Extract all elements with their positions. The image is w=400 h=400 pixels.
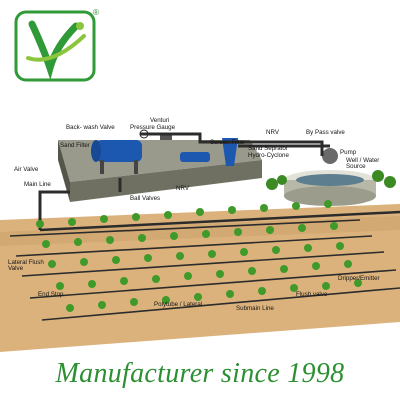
venturi	[160, 134, 172, 140]
label-screen-filter: Screen Filter	[210, 139, 246, 146]
label-backwash-valve: Back- wash Valve	[66, 124, 115, 131]
drip-irrigation-diagram	[0, 129, 400, 352]
label-sand-filter: Sand Filter	[60, 142, 90, 149]
screen-filter	[180, 152, 210, 162]
hydro-cyclone	[222, 138, 238, 166]
label-pressure-gauge: Pressure Gauge	[130, 124, 176, 131]
water-well	[284, 170, 376, 206]
label-sand-separator: Sand Seprator	[248, 145, 288, 152]
label-flush-valve: Flush valve	[296, 291, 328, 298]
label-pump: Pump	[340, 149, 357, 156]
label-dripper-emitter: Dripper/Emitter	[338, 275, 380, 282]
footer-tagline: Manufacturer since 1998	[55, 358, 345, 389]
label-bypass-valve: By Pass valve	[306, 129, 345, 136]
submain-line	[39, 210, 400, 232]
label-nrv-top: NRV	[266, 129, 279, 136]
shrubs	[266, 170, 396, 190]
registered-mark: ®	[93, 8, 99, 17]
label-main-line: Main Line	[24, 181, 51, 188]
label-ball-valves: Ball Valves	[130, 195, 161, 202]
label-air-valve: Air Valve	[14, 166, 39, 173]
label-hydro-cyclone: Hydro-Cyclone	[248, 152, 289, 159]
sand-filter-tank	[91, 140, 142, 174]
label-lateral-flush-valve: Lateral Flush Valve	[8, 259, 44, 273]
label-end-stop: End Stop	[38, 291, 64, 298]
label-venturi: Venturi	[150, 117, 170, 124]
label-nrv-mid: NRV	[176, 185, 189, 192]
pump	[322, 148, 338, 164]
lateral-lines	[9, 219, 400, 321]
label-submain-line: Submain Line	[236, 305, 274, 312]
label-polytube-lateral: Polytube / Lateral	[154, 301, 203, 308]
brand-logo	[14, 10, 96, 82]
label-well-source: Well / Water Source	[346, 157, 380, 171]
crop-plants	[36, 200, 362, 312]
